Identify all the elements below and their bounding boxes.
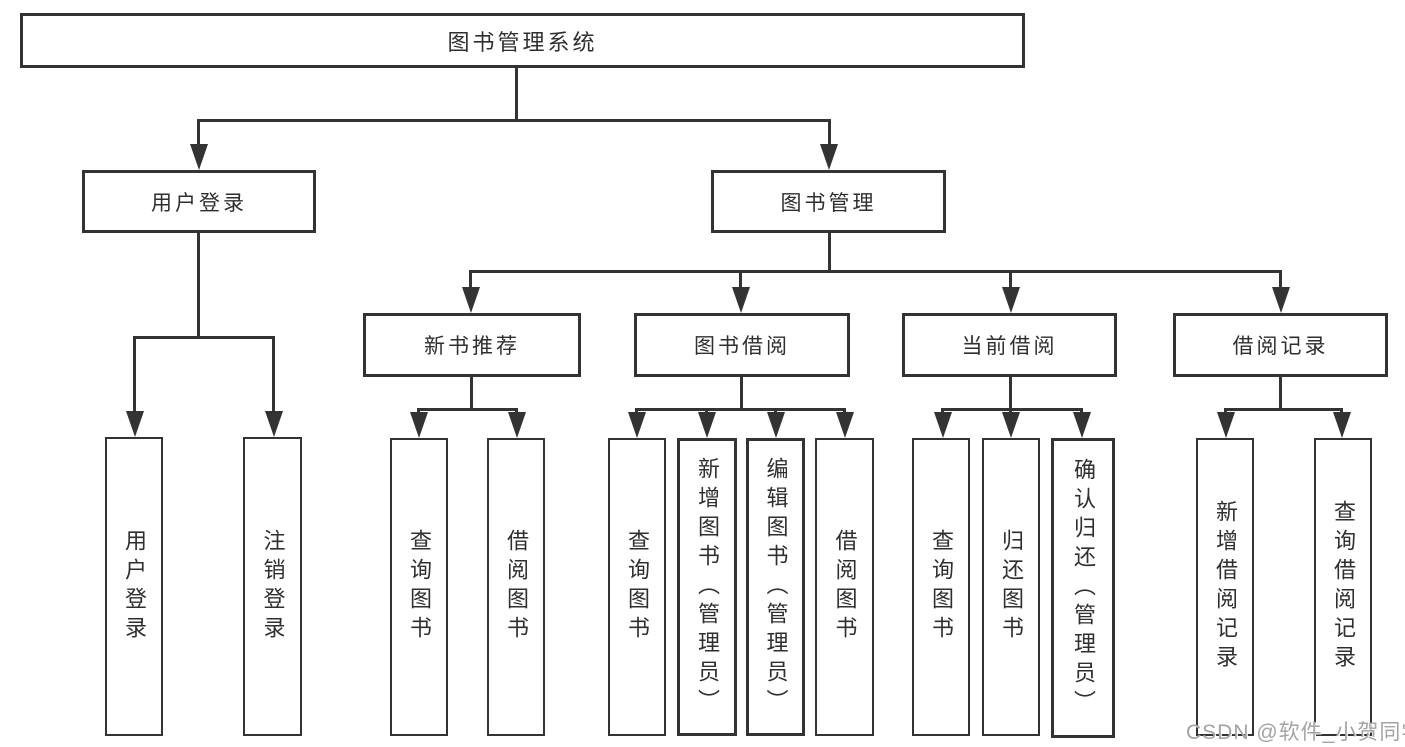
connector-line	[469, 270, 1282, 273]
connector-line	[197, 233, 200, 338]
watermark: CSDN @软件_小贺同学	[1186, 721, 1405, 744]
connector-line	[515, 67, 518, 120]
connector-line	[272, 336, 275, 411]
leaf-newbook-borrow-label: 借阅图书	[504, 529, 529, 645]
leaf-newbook-query-label: 查询图书	[407, 529, 432, 645]
leaf-logout-label: 注销登录	[260, 528, 286, 645]
arrowhead-icon	[126, 411, 144, 437]
leaf-current-query: 查询图书	[912, 438, 970, 736]
connector-line	[515, 408, 518, 413]
leaf-borrow-query: 查询图书	[608, 438, 666, 736]
connector-line	[739, 270, 742, 287]
node-book-borrow-label: 图书借阅	[694, 335, 790, 358]
arrowhead-icon	[820, 144, 838, 170]
arrowhead-icon	[1002, 287, 1020, 313]
node-user-login: 用户登录	[82, 170, 316, 233]
leaf-borrow-book: 借阅图书	[815, 438, 874, 736]
leaf-add-borrow-record: 新增借阅记录	[1196, 438, 1254, 736]
connector-line	[1009, 377, 1012, 410]
leaf-return-book-label: 归还图书	[999, 529, 1024, 645]
arrowhead-icon	[767, 412, 785, 438]
leaf-edit-book-admin-label: 编辑图书（管理员）	[763, 456, 789, 718]
connector-line	[133, 336, 136, 411]
arrowhead-icon	[1217, 412, 1235, 438]
leaf-add-book-admin: 新增图书（管理员）	[677, 438, 737, 736]
node-book-borrow: 图书借阅	[634, 313, 850, 377]
leaf-query-borrow-record: 查询借阅记录	[1314, 438, 1372, 736]
connector-line	[1279, 377, 1282, 410]
leaf-query-borrow-record-label: 查询借阅记录	[1331, 500, 1356, 674]
node-new-book-recommend-label: 新书推荐	[424, 335, 520, 358]
leaf-borrow-query-label: 查询图书	[625, 529, 650, 645]
leaf-add-borrow-record-label: 新增借阅记录	[1213, 500, 1238, 674]
node-root: 图书管理系统	[20, 13, 1025, 68]
leaf-newbook-query: 查询图书	[390, 438, 448, 736]
arrowhead-icon	[698, 412, 716, 438]
connector-line	[705, 408, 708, 413]
arrowhead-icon	[462, 287, 480, 313]
node-current-borrow-label: 当前借阅	[961, 335, 1058, 358]
arrowhead-icon	[628, 412, 646, 438]
connector-line	[828, 233, 831, 272]
connector-line	[1224, 408, 1343, 411]
connector-line	[417, 408, 518, 411]
leaf-add-book-admin-label: 新增图书（管理员）	[695, 456, 720, 718]
connector-line	[635, 408, 846, 411]
leaf-confirm-return-admin-label: 确认归还（管理员）	[1071, 457, 1096, 719]
leaf-newbook-borrow: 借阅图书	[487, 438, 545, 736]
arrowhead-icon	[410, 412, 428, 438]
node-new-book-recommend: 新书推荐	[363, 313, 581, 377]
connector-line	[1009, 270, 1012, 287]
leaf-edit-book-admin: 编辑图书（管理员）	[746, 438, 805, 736]
node-book-management: 图书管理	[711, 170, 946, 233]
connector-line	[417, 408, 420, 413]
connector-line	[941, 408, 944, 413]
leaf-logout: 注销登录	[243, 437, 302, 736]
arrowhead-icon	[836, 412, 854, 438]
node-borrow-records-label: 借阅记录	[1232, 335, 1329, 358]
leaf-confirm-return-admin: 确认归还（管理员）	[1051, 438, 1115, 738]
connector-line	[197, 119, 200, 147]
connector-line	[1279, 270, 1282, 287]
connector-line	[1224, 408, 1227, 413]
connector-line	[1009, 408, 1012, 413]
node-borrow-records: 借阅记录	[1173, 313, 1388, 377]
arrowhead-icon	[1002, 412, 1020, 438]
connector-line	[843, 408, 846, 413]
connector-line	[1080, 408, 1083, 413]
leaf-borrow-book-label: 借阅图书	[832, 529, 858, 645]
leaf-user-login: 用户登录	[105, 437, 163, 736]
connector-line	[1340, 408, 1343, 413]
connector-line	[828, 119, 831, 147]
arrowhead-icon	[1073, 412, 1091, 438]
arrowhead-icon	[1272, 287, 1290, 313]
connector-line	[635, 408, 638, 413]
arrowhead-icon	[934, 412, 952, 438]
leaf-current-query-label: 查询图书	[929, 529, 954, 645]
connector-line	[774, 408, 777, 413]
leaf-user-login-label: 用户登录	[122, 528, 147, 645]
connector-line	[740, 377, 743, 410]
connector-line	[941, 408, 1083, 411]
node-book-management-label: 图书管理	[780, 191, 877, 215]
connector-line	[470, 377, 473, 410]
connector-line	[133, 336, 275, 339]
arrowhead-icon	[732, 287, 750, 313]
connector-line	[197, 119, 831, 122]
node-user-login-label: 用户登录	[151, 191, 247, 215]
arrowhead-icon	[508, 412, 526, 438]
arrowhead-icon	[1333, 412, 1351, 438]
leaf-return-book: 归还图书	[982, 438, 1040, 736]
node-current-borrow: 当前借阅	[902, 313, 1117, 377]
arrowhead-icon	[190, 144, 208, 170]
arrowhead-icon	[265, 411, 283, 437]
connector-line	[469, 270, 472, 287]
node-root-label: 图书管理系统	[447, 29, 598, 55]
